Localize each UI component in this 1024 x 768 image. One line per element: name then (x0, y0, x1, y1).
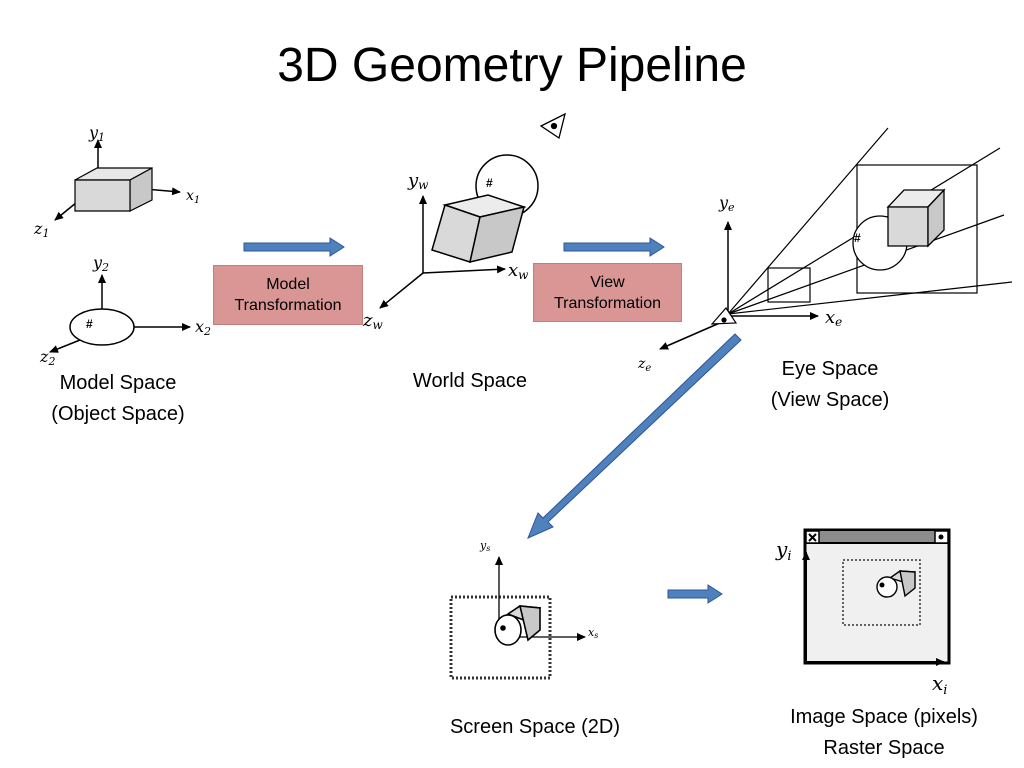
xi-label: xi (932, 671, 947, 698)
xe-label: xe (825, 307, 842, 329)
ze-axis (659, 321, 723, 350)
image-space-line2: Raster Space (823, 737, 945, 759)
yi-label: yi (775, 537, 791, 564)
model-transformation-line1: Model (266, 276, 310, 293)
flow-arrows (243, 237, 742, 604)
svg-text:#: # (486, 176, 493, 190)
svg-text:#: # (86, 317, 93, 331)
model-transformation-line2: Transformation (234, 297, 342, 314)
ze-label: ze (637, 356, 651, 374)
view-transformation-line2: Transformation (554, 294, 661, 312)
x1-label: x1 (186, 188, 200, 206)
xw-axis (422, 265, 506, 274)
x2-label: x2 (195, 317, 211, 338)
z1-label: z1 (33, 219, 49, 240)
raster-window (802, 528, 951, 666)
zw-label: zw (362, 310, 383, 332)
world-objects: # (431, 154, 539, 264)
model-space-line1: Model Space (59, 372, 177, 394)
raster-viewport (842, 559, 921, 626)
window-titlebar (804, 529, 950, 544)
y2-label: y2 (92, 253, 109, 274)
window-button-icon (938, 534, 944, 540)
arrow-world-to-eye (563, 237, 665, 257)
close-icon (808, 533, 817, 542)
eye-icon (539, 112, 566, 140)
ye-label: ye (718, 193, 735, 214)
zw-axis (379, 272, 424, 309)
y1-label: y1 (88, 123, 105, 144)
image-space-caption: Image Space (pixels) Raster Space (764, 702, 1004, 764)
eye-space-caption: Eye Space (View Space) (740, 354, 920, 416)
svg-text:#: # (854, 231, 861, 245)
near-plane (767, 267, 811, 303)
eye-space-line1: Eye Space (781, 358, 879, 380)
model-space-caption: Model Space (Object Space) (28, 368, 208, 430)
xw-label: xw (508, 260, 529, 282)
model-cube (74, 166, 153, 212)
xs-label: xs (588, 626, 598, 640)
eye-space-line2: (View Space) (770, 389, 890, 411)
screen-space-caption: Screen Space (2D) (449, 716, 621, 738)
image-space-line1: Image Space (pixels) (790, 706, 978, 728)
yw-label: yw (407, 170, 429, 192)
slide-title: 3D Geometry Pipeline (277, 39, 747, 92)
raster-objects (876, 570, 917, 598)
model-space-line2: (Object Space) (51, 403, 185, 425)
world-axes (379, 195, 506, 309)
arrow-model-to-world (243, 237, 345, 257)
arrow-screen-to-image (667, 584, 723, 604)
z2-label: z2 (39, 347, 55, 368)
camera-eye-icon (710, 307, 738, 325)
world-space-caption: World Space (412, 370, 528, 392)
view-transformation-line1: View (590, 273, 625, 291)
eye-axes (659, 221, 819, 350)
model-sphere (69, 308, 135, 346)
ys-label: ys (479, 539, 490, 553)
arrow-eye-to-screen (527, 333, 742, 539)
screen-viewport (449, 595, 552, 680)
eye-objects: # (852, 188, 946, 271)
screen-objects (494, 605, 542, 646)
